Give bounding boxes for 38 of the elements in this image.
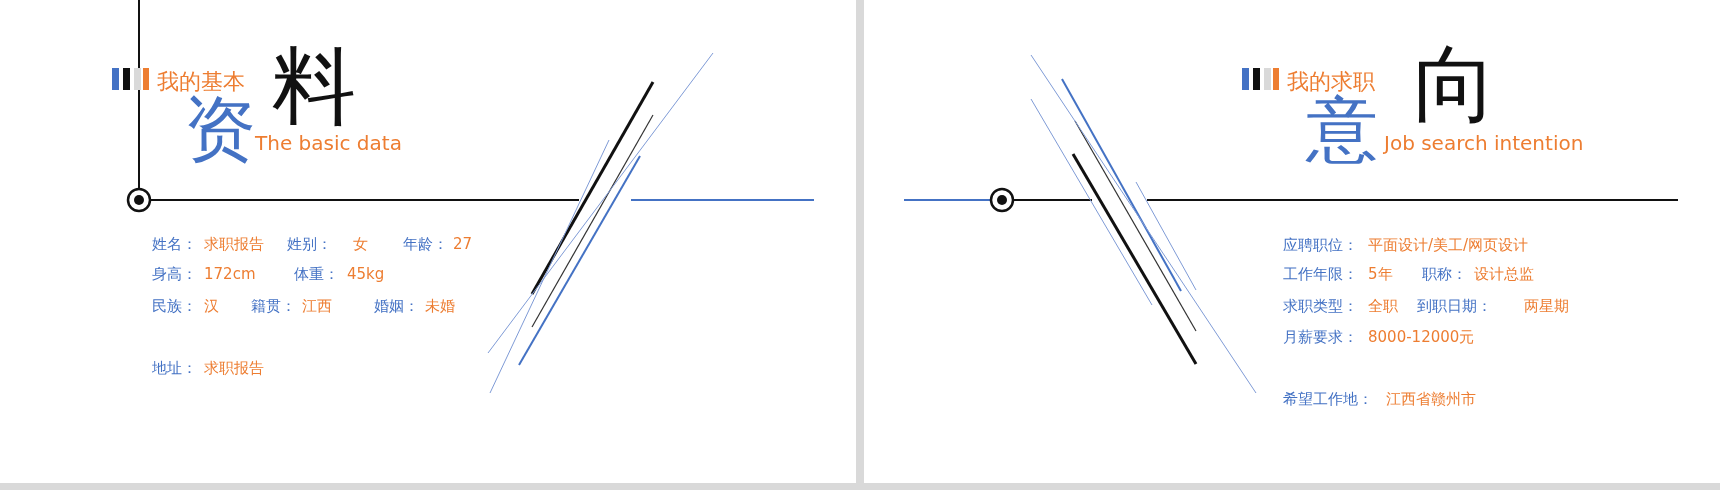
field-value: 汉 <box>204 298 219 315</box>
title-character: 向 <box>1413 38 1497 131</box>
field-label: 年龄： <box>403 236 448 253</box>
field-value: 江西 <box>302 298 332 315</box>
section-heading: 我的基本 <box>157 70 245 95</box>
field-value: 5年 <box>1368 266 1393 283</box>
field-value: 8000-12000元 <box>1368 329 1475 346</box>
field-label: 民族： <box>152 298 197 315</box>
subtitle: The basic data <box>255 132 402 154</box>
field-label: 到职日期： <box>1417 298 1492 315</box>
section-heading: 我的求职 <box>1287 70 1375 94</box>
field-value: 两星期 <box>1524 298 1569 315</box>
field-label: 姓名： <box>152 236 197 253</box>
field-value: 女 <box>353 236 368 253</box>
field-value: 未婚 <box>425 298 455 315</box>
field-value: 平面设计/美工/网页设计 <box>1368 237 1529 254</box>
field-label: 应聘职位： <box>1283 237 1358 254</box>
field-label: 籍贯： <box>251 298 296 315</box>
subtitle: Job search intention <box>1384 132 1584 154</box>
field-label: 工作年限： <box>1283 266 1358 283</box>
field-label: 地址： <box>152 360 197 377</box>
field-label: 身高： <box>152 266 197 283</box>
field-value: 27 <box>453 236 473 253</box>
field-value: 求职报告 <box>204 236 264 253</box>
field-value: 求职报告 <box>204 360 264 377</box>
field-label: 月薪要求： <box>1283 329 1358 346</box>
field-label: 希望工作地： <box>1283 391 1373 408</box>
field-label: 婚姻： <box>374 298 419 315</box>
title-character: 料 <box>272 40 356 133</box>
field-value: 172cm <box>204 266 256 283</box>
field-label: 职称： <box>1422 266 1467 283</box>
field-value: 45kg <box>347 266 385 283</box>
field-label: 求职类型： <box>1283 298 1358 315</box>
field-label: 体重： <box>294 266 339 283</box>
field-value: 江西省赣州市 <box>1386 391 1476 408</box>
field-value: 设计总监 <box>1474 266 1534 283</box>
field-label: 姓别： <box>287 236 332 253</box>
field-value: 全职 <box>1368 298 1398 315</box>
